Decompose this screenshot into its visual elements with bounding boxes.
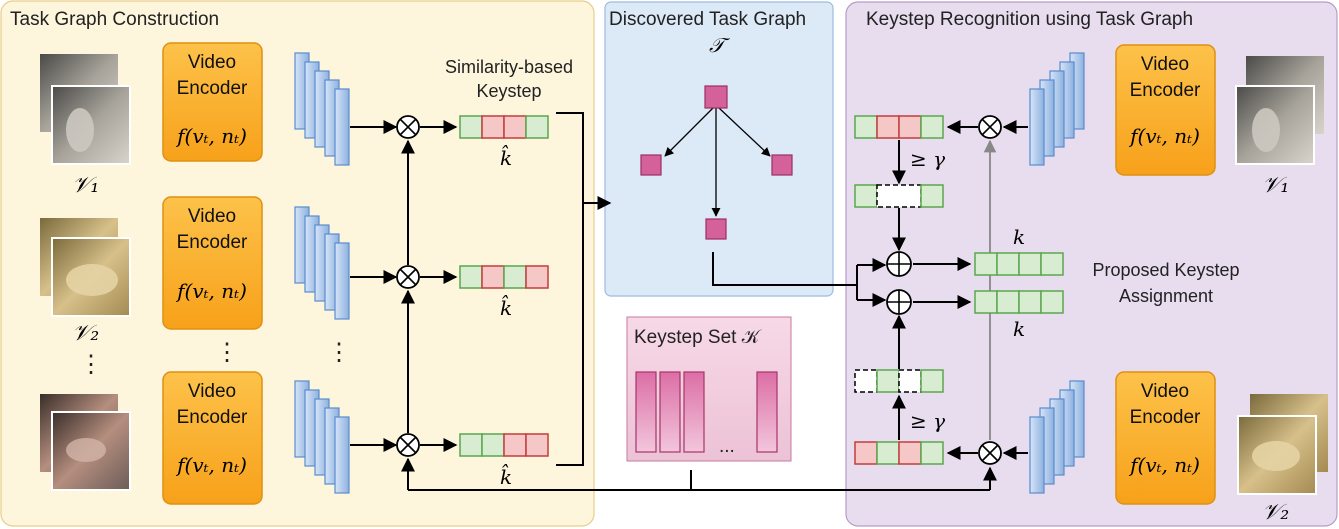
- keystep-set-box: [626, 316, 792, 462]
- k-label-top: k: [1013, 225, 1025, 249]
- video-encoder-right-2: Video Encoder f(vₜ, nₜ): [1115, 371, 1216, 505]
- feature-stack-2: [294, 206, 350, 320]
- bracket-to-task-graph: [556, 112, 612, 466]
- video-thumbnail-stack-2: [40, 218, 131, 317]
- feature-stack-3: [294, 380, 350, 494]
- video-label-v2: 𝒱₂: [72, 321, 99, 346]
- task-graph-node-right: [771, 154, 793, 176]
- svg-text:Encoder: Encoder: [1130, 80, 1201, 101]
- left-panel-title: Task Graph Construction: [10, 9, 219, 30]
- svg-text:f(vₜ, nₜ): f(vₜ, nₜ): [175, 124, 247, 148]
- plus-node-2: [886, 289, 912, 315]
- left-connections: [350, 120, 978, 491]
- video-encoder-1: Video Encoder f(vₜ, nₜ): [162, 42, 263, 162]
- middle-panel-title: Discovered Task Graph: [609, 9, 806, 30]
- k-hat-label-1: k̂: [500, 144, 512, 170]
- svg-text:Encoder: Encoder: [177, 407, 248, 428]
- task-graph-output-line: [712, 252, 887, 307]
- task-graph-edges: [664, 107, 771, 217]
- svg-text:f(vₜ, nₜ): f(vₜ, nₜ): [175, 453, 247, 477]
- k-hat-label-3: k̂: [500, 463, 512, 489]
- multiply-node-right-1: [978, 115, 1002, 139]
- right-keystep-vector-top: [854, 115, 944, 139]
- video-thumbnail-stack-right-1: [1235, 56, 1324, 165]
- svg-text:Video: Video: [1141, 54, 1189, 75]
- similarity-label-line1: Similarity-based: [445, 57, 573, 77]
- feature-stack-right-1: [1029, 52, 1085, 166]
- threshold-label-top: ≥ γ: [910, 147, 945, 171]
- keystep-vector-3: [459, 433, 549, 457]
- svg-text:Encoder: Encoder: [1130, 407, 1201, 428]
- svg-text:Encoder: Encoder: [177, 78, 248, 99]
- svg-text:Video: Video: [188, 381, 236, 402]
- video-encoder-right-1: Video Encoder f(vₜ, nₜ): [1115, 44, 1216, 176]
- middle-panel: [604, 1, 834, 297]
- feature-stack-1: [294, 52, 350, 166]
- keystep-set-title: Keystep Set 𝒦: [634, 327, 762, 348]
- video-label-right-v2: 𝒱₂: [1262, 500, 1289, 525]
- multiply-node-right-2: [978, 441, 1002, 465]
- similarity-label-line2: Keystep: [476, 81, 541, 101]
- svg-text:f(vₜ, nₜ): f(vₜ, nₜ): [1128, 453, 1200, 477]
- assignment-label-line2: Assignment: [1119, 286, 1213, 306]
- right-panel-title: Keystep Recognition using Task Graph: [866, 9, 1193, 30]
- keystep-vector-1: [459, 115, 549, 139]
- keystep-set-ellipsis: ...: [719, 436, 735, 457]
- multiply-node-3: [396, 433, 420, 457]
- vertical-ellipsis-encoders: ⋮: [215, 339, 239, 366]
- svg-text:f(vₜ, nₜ): f(vₜ, nₜ): [175, 279, 247, 303]
- svg-text:Encoder: Encoder: [177, 232, 248, 253]
- vertical-ellipsis-videos: ⋮: [79, 351, 103, 378]
- video-thumbnail-stack-3: [40, 394, 131, 491]
- vertical-ellipsis-features: ⋮: [327, 339, 351, 366]
- task-graph-node-left: [640, 154, 662, 176]
- svg-text:Video: Video: [188, 206, 236, 227]
- video-encoder-3: Video Encoder f(vₜ, nₜ): [162, 371, 263, 505]
- multiply-node-2: [396, 265, 420, 289]
- svg-text:Video: Video: [188, 52, 236, 73]
- keystep-vector-2: [459, 265, 549, 289]
- assignment-vector-1: [974, 252, 1064, 276]
- svg-text:f(vₜ, nₜ): f(vₜ, nₜ): [1128, 124, 1200, 148]
- multiply-node-1: [396, 115, 420, 139]
- video-label-v1: 𝒱₁: [72, 173, 99, 198]
- video-label-right-v1: 𝒱₁: [1262, 173, 1289, 198]
- plus-node-1: [886, 251, 912, 277]
- threshold-label-bottom: ≥ γ: [910, 409, 945, 433]
- feature-stack-right-2: [1029, 380, 1085, 494]
- svg-text:Video: Video: [1141, 381, 1189, 402]
- k-label-bottom: k: [1013, 317, 1025, 341]
- right-keystep-vector-bottom: [854, 441, 944, 465]
- k-hat-label-2: k̂: [500, 294, 512, 320]
- assignment-vector-2: [974, 290, 1064, 314]
- video-thumbnail-stack-1: [40, 54, 131, 165]
- task-graph-node-bottom: [705, 218, 727, 240]
- right-keystep-vector-bottom-filtered: [854, 369, 944, 393]
- video-encoder-2: Video Encoder f(vₜ, nₜ): [162, 196, 263, 330]
- right-connections: [892, 120, 1028, 491]
- right-keystep-vector-top-filtered: [854, 184, 944, 208]
- video-thumbnail-stack-right-2: [1237, 394, 1328, 495]
- assignment-label-line1: Proposed Keystep: [1092, 260, 1239, 280]
- task-graph-node-root: [704, 85, 728, 109]
